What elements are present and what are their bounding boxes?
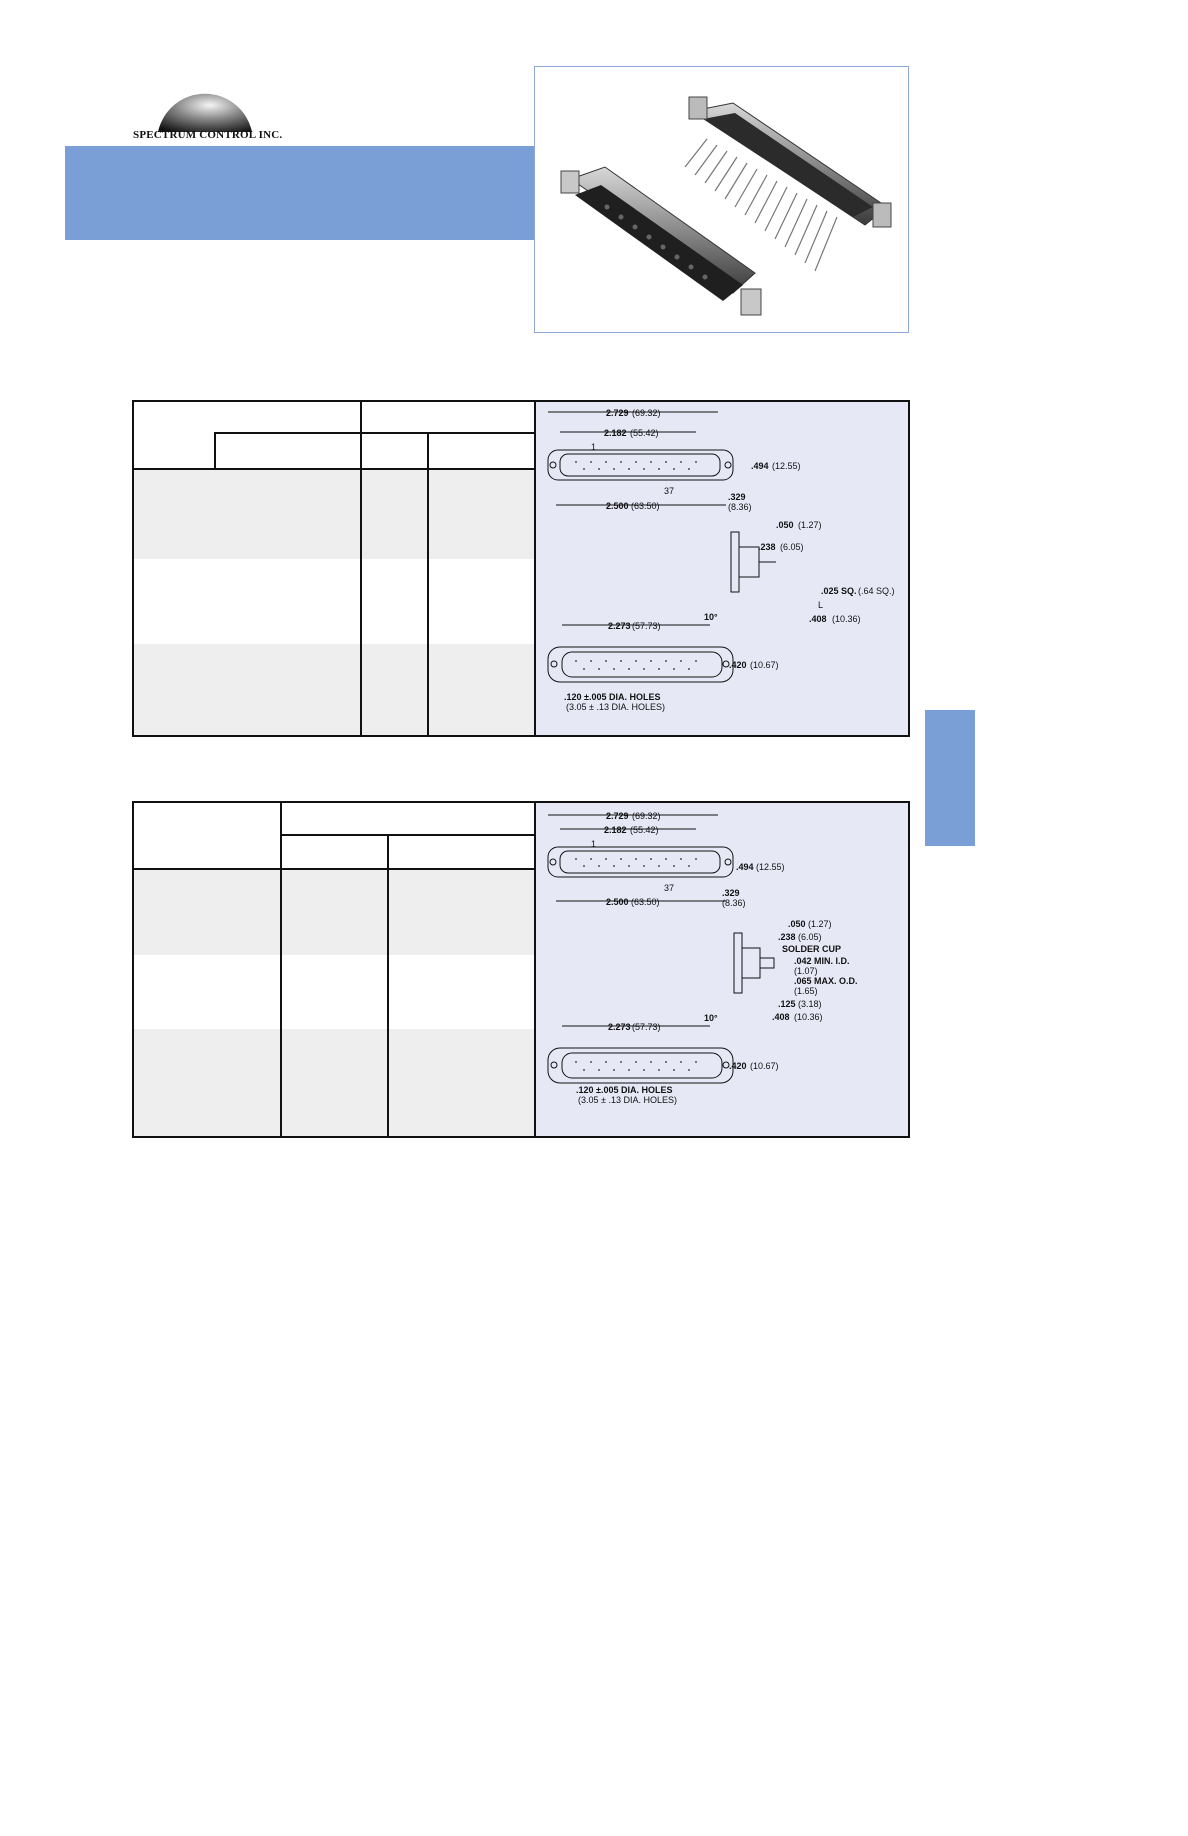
dim-cup-length-mm: (3.18) — [798, 999, 822, 1009]
table-row — [134, 644, 536, 735]
dim-body: .238 — [778, 932, 796, 942]
connector-photo — [560, 96, 892, 316]
dim-depth-mm: (8.36) — [728, 502, 752, 512]
pin-37-label: 37 — [664, 486, 674, 496]
dim-flange-mm: (1.27) — [798, 520, 822, 530]
dim-cup-id-mm: (1.07) — [794, 966, 818, 976]
dim-overall-depth-mm: (10.36) — [794, 1012, 823, 1022]
dim-face-width-mm: (57.73) — [632, 621, 661, 631]
dim-flange: .050 — [788, 919, 806, 929]
dim-angle: 10° — [704, 612, 718, 622]
dim-shell-width-mm: (55.42) — [630, 825, 659, 835]
table-row — [134, 1029, 536, 1136]
dim-cup-length: .125 — [778, 999, 796, 1009]
dim-body-mm: (6.05) — [780, 542, 804, 552]
dim-cup-id: .042 MIN. I.D. — [794, 956, 850, 966]
drawing-panel-solder: 2.729 (69.32) 2.182 (55.42) 1 .494 (12.5… — [536, 803, 908, 1136]
dim-depth: .329 — [728, 492, 746, 502]
dim-mount-spacing: 2.500 — [606, 897, 629, 907]
dim-body: .238 — [758, 542, 776, 552]
dim-face-width: 2.273 — [608, 1022, 631, 1032]
pin-1-label: 1 — [591, 442, 596, 452]
dim-holes: .120 ±.005 DIA. HOLES — [576, 1085, 672, 1095]
dim-shell-width: 2.182 — [604, 428, 627, 438]
dim-mount-spacing-mm: (63.50) — [631, 897, 660, 907]
dim-face-width: 2.273 — [608, 621, 631, 631]
dim-face-height-mm: (10.67) — [750, 660, 779, 670]
dim-mount-spacing: 2.500 — [606, 501, 629, 511]
dim-height-mm: (12.55) — [772, 461, 801, 471]
dim-flange-mm: (1.27) — [808, 919, 832, 929]
dim-face-height-mm: (10.67) — [750, 1061, 779, 1071]
dim-overall-depth-mm: (10.36) — [832, 614, 861, 624]
header-band — [65, 146, 535, 240]
dim-flange: .050 — [776, 520, 794, 530]
dim-overall-depth: .408 — [772, 1012, 790, 1022]
dim-overall-width: 2.729 — [606, 408, 629, 418]
table-row — [134, 469, 536, 559]
dim-overall-width-mm: (69.32) — [632, 408, 661, 418]
dim-holes-mm: (3.05 ± .13 DIA. HOLES) — [578, 1095, 677, 1105]
dim-height-mm: (12.55) — [756, 862, 785, 872]
dim-height: .494 — [736, 862, 754, 872]
dim-holes: .120 ±.005 DIA. HOLES — [564, 692, 660, 702]
dim-face-width-mm: (57.73) — [632, 1022, 661, 1032]
dim-pin-square-mm: (.64 SQ.) — [858, 586, 895, 596]
company-name: SPECTRUM CONTROL INC. — [133, 129, 283, 141]
spec-table-pcb: 2.729 (69.32) 2.182 (55.42) 1 .494 (12.5… — [132, 400, 910, 737]
dim-overall-width: 2.729 — [606, 811, 629, 821]
dim-body-mm: (6.05) — [798, 932, 822, 942]
dim-face-height: .420 — [729, 1061, 747, 1071]
section-tab — [925, 710, 975, 846]
drawing-panel-pcb: 2.729 (69.32) 2.182 (55.42) 1 .494 (12.5… — [536, 402, 908, 735]
dimension-drawing-solder: 2.729 (69.32) 2.182 (55.42) 1 .494 (12.5… — [547, 811, 858, 1105]
pin-1-label: 1 — [591, 839, 596, 849]
dim-pin-length: L — [818, 600, 823, 610]
solder-cup-label: SOLDER CUP — [782, 944, 841, 954]
dim-depth-mm: (8.36) — [722, 898, 746, 908]
dim-depth: .329 — [722, 888, 740, 898]
dim-pin-square: .025 SQ. — [821, 586, 857, 596]
dim-height: .494 — [751, 461, 769, 471]
dimension-drawing-pcb: 2.729 (69.32) 2.182 (55.42) 1 .494 (12.5… — [547, 408, 895, 712]
connector-pcb-tail — [684, 96, 892, 272]
dim-cup-od: .065 MAX. O.D. — [794, 976, 858, 986]
spec-table-solder: 2.729 (69.32) 2.182 (55.42) 1 .494 (12.5… — [132, 801, 910, 1138]
company-logo — [130, 82, 280, 142]
connector-face — [560, 166, 762, 316]
dim-face-height: .420 — [729, 660, 747, 670]
dim-angle: 10° — [704, 1013, 718, 1023]
table-row — [134, 869, 536, 955]
pin-37-label: 37 — [664, 883, 674, 893]
dim-overall-width-mm: (69.32) — [632, 811, 661, 821]
product-photo-frame — [534, 66, 909, 333]
logo-disc-graphic — [158, 93, 252, 132]
dim-mount-spacing-mm: (63.50) — [631, 501, 660, 511]
dim-holes-mm: (3.05 ± .13 DIA. HOLES) — [566, 702, 665, 712]
dim-shell-width-mm: (55.42) — [630, 428, 659, 438]
dim-cup-od-mm: (1.65) — [794, 986, 818, 996]
dim-shell-width: 2.182 — [604, 825, 627, 835]
dim-overall-depth: .408 — [809, 614, 827, 624]
